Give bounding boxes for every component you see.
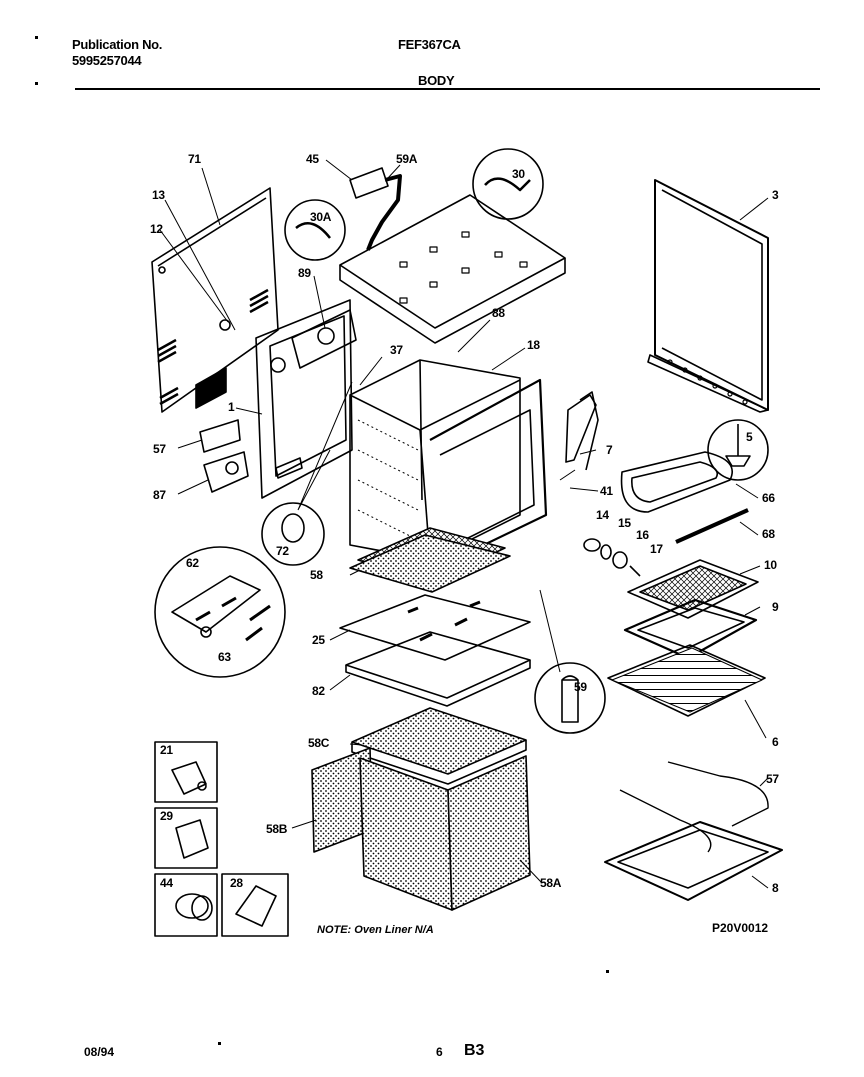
callout-30a: 30A [310, 210, 332, 224]
insulation-58 [349, 534, 511, 593]
bottom-insulation [311, 707, 531, 911]
margin-mark [35, 82, 38, 85]
box-44 [154, 873, 218, 937]
callout-1: 1 [228, 400, 235, 414]
callout-21: 21 [160, 743, 173, 757]
callout-18: 18 [527, 338, 540, 352]
knob-14 [583, 538, 601, 552]
callout-5: 5 [746, 430, 753, 444]
callout-17: 17 [650, 542, 663, 556]
front-frame [255, 299, 353, 499]
margin-mark [35, 36, 38, 39]
callout-28: 28 [230, 876, 243, 890]
callout-14: 14 [596, 508, 609, 522]
callout-6: 6 [772, 735, 779, 749]
callout-29: 29 [160, 809, 173, 823]
callout-57b: 57 [766, 772, 779, 786]
callout-7: 7 [606, 443, 613, 457]
margin-mark [606, 970, 609, 973]
callout-15: 15 [618, 516, 631, 530]
callout-57: 57 [153, 442, 166, 456]
oven-liner-note: NOTE: Oven Liner N/A [317, 924, 434, 936]
callout-41: 41 [600, 484, 613, 498]
inset-62 [154, 546, 286, 678]
callout-63: 63 [218, 650, 231, 664]
inset-30a [284, 199, 346, 261]
publication-label: Publication No. [72, 37, 163, 52]
callout-58b: 58B [266, 822, 288, 836]
hinge-7 [565, 394, 597, 463]
callout-58c: 58C [308, 736, 330, 750]
callout-12: 12 [150, 222, 163, 236]
callout-58a: 58A [540, 876, 562, 890]
inset-72 [261, 502, 325, 566]
callout-58: 58 [310, 568, 323, 582]
callout-62: 62 [186, 556, 199, 570]
back-panel [647, 179, 769, 413]
callout-9: 9 [772, 600, 779, 614]
inset-30 [472, 148, 544, 220]
callout-68: 68 [762, 527, 775, 541]
callout-66: 66 [762, 491, 775, 505]
top-panel [339, 194, 566, 344]
oven-cavity [349, 359, 548, 569]
inset-59 [534, 662, 606, 734]
model-number: FEF367CA [398, 37, 461, 52]
oven-racks [607, 559, 766, 717]
left-side-panel [151, 187, 279, 413]
box-21 [154, 741, 218, 803]
callout-8: 8 [772, 881, 779, 895]
storage-pan-8 [604, 821, 783, 901]
callout-13: 13 [152, 188, 165, 202]
bracket-87 [203, 451, 249, 493]
callout-89: 89 [298, 266, 311, 280]
diagram-id: P20V0012 [712, 921, 769, 935]
bracket-57 [199, 419, 241, 453]
callout-59a: 59A [396, 152, 418, 166]
callout-25: 25 [312, 633, 325, 647]
callout-30: 30 [512, 167, 525, 181]
box-29 [154, 807, 218, 869]
footer-code: B3 [464, 1042, 485, 1059]
panel-25 [339, 594, 531, 661]
callout-71: 71 [188, 152, 201, 166]
callout-3: 3 [772, 188, 779, 202]
callout-45: 45 [306, 152, 319, 166]
callout-44: 44 [160, 876, 173, 890]
callout-72: 72 [276, 544, 289, 558]
margin-mark [218, 1042, 221, 1045]
callout-88: 88 [492, 306, 505, 320]
inset-5 [707, 419, 769, 481]
box-28 [221, 873, 289, 937]
broil-element [620, 451, 733, 513]
panel-82 [345, 631, 531, 699]
footer-date: 08/94 [84, 1045, 115, 1059]
switch-bracket [291, 309, 357, 369]
callout-10: 10 [764, 558, 777, 572]
element-68 [675, 508, 749, 544]
header-rule [75, 88, 820, 90]
publication-number: 5995257044 [72, 53, 142, 68]
section-title: BODY [418, 73, 455, 88]
callout-59: 59 [574, 680, 587, 694]
callout-82: 82 [312, 684, 325, 698]
callout-37: 37 [390, 343, 403, 357]
callout-87: 87 [153, 488, 166, 502]
vent-duct [349, 167, 389, 199]
footer-page: 6 [436, 1045, 443, 1059]
callout-16: 16 [636, 528, 649, 542]
leader-lines [159, 159, 769, 889]
